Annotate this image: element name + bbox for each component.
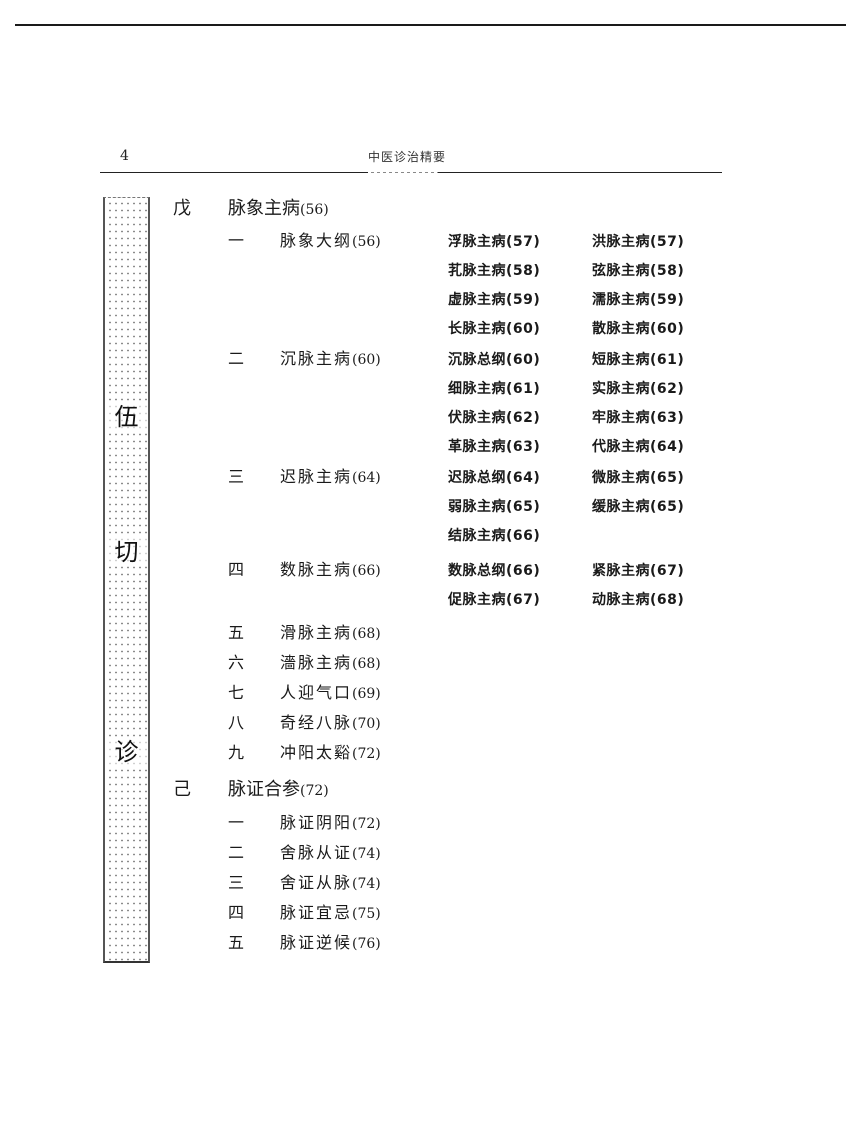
item-number: 五	[228, 933, 245, 952]
item-number: 一	[228, 813, 245, 832]
toc-subitem[interactable]: 散脉主病(60)	[592, 321, 685, 337]
item-title: 舍脉从证	[280, 843, 353, 862]
item-number: 五	[228, 623, 245, 642]
item-title: 脉证阴阳	[280, 813, 353, 832]
item-title: 数脉主病	[280, 560, 353, 579]
page-ref: (56)	[352, 234, 381, 250]
toc-subitem[interactable]: 革脉主病(63)	[448, 439, 541, 455]
toc-subitem[interactable]: 牢脉主病(63)	[592, 410, 685, 426]
item-title: 舍证从脉	[280, 873, 353, 892]
page-ref: (75)	[352, 906, 381, 922]
toc-item[interactable]: 四 脉证宜忌(75)	[228, 903, 381, 924]
page-number: 4	[120, 148, 129, 164]
item-number: 八	[228, 713, 245, 732]
toc-item[interactable]: 三 舍证从脉(74)	[228, 873, 381, 894]
page-ref: (76)	[352, 936, 381, 952]
page-ref: (74)	[352, 876, 381, 892]
toc-subitem[interactable]: 沉脉总纲(60)	[448, 352, 541, 368]
item-number: 四	[228, 903, 245, 922]
top-rule	[15, 24, 846, 26]
toc-item[interactable]: 八 奇经八脉(70)	[228, 713, 381, 734]
item-title: 滑脉主病	[280, 623, 353, 642]
running-head: 4 中医诊治精要	[100, 145, 722, 175]
chapter-sidebar-box: 伍 切 诊	[103, 197, 150, 963]
toc-subitem[interactable]: 代脉主病(64)	[592, 439, 685, 455]
toc-subitem[interactable]: 弦脉主病(58)	[592, 263, 685, 279]
toc-item[interactable]: 一 脉证阴阳(72)	[228, 813, 381, 834]
toc-item[interactable]: 六 濇脉主病(68)	[228, 653, 381, 674]
toc-subitem[interactable]: 长脉主病(60)	[448, 321, 541, 337]
toc-item[interactable]: 五 脉证逆候(76)	[228, 933, 381, 954]
toc-subitem[interactable]: 短脉主病(61)	[592, 352, 685, 368]
page-ref: (69)	[352, 686, 381, 702]
toc-subitem[interactable]: 浮脉主病(57)	[448, 234, 541, 250]
item-title: 奇经八脉	[280, 713, 353, 732]
toc-subitem[interactable]: 虚脉主病(59)	[448, 292, 541, 308]
toc-item[interactable]: 五 滑脉主病(68)	[228, 623, 381, 644]
item-number: 七	[228, 683, 245, 702]
page-ref: (68)	[352, 656, 381, 672]
toc-item[interactable]: 二 沉脉主病(60)	[228, 349, 381, 370]
section-mark: 戊	[173, 198, 191, 219]
section-heading[interactable]: 己 脉证合参(72)	[173, 779, 329, 802]
section-mark: 己	[173, 779, 191, 800]
toc-subitem[interactable]: 微脉主病(65)	[592, 470, 685, 486]
toc-subitem[interactable]: 紧脉主病(67)	[592, 563, 685, 579]
toc-subitem[interactable]: 实脉主病(62)	[592, 381, 685, 397]
page-ref: (74)	[352, 846, 381, 862]
toc-subitem[interactable]: 缓脉主病(65)	[592, 499, 685, 515]
item-title: 濇脉主病	[280, 653, 353, 672]
page-ref: (72)	[300, 783, 329, 799]
toc-subitem[interactable]: 弱脉主病(65)	[448, 499, 541, 515]
item-title: 迟脉主病	[280, 467, 353, 486]
toc-subitem[interactable]: 数脉总纲(66)	[448, 563, 541, 579]
running-title: 中医诊治精要	[368, 150, 447, 164]
toc-item[interactable]: 三 迟脉主病(64)	[228, 467, 381, 488]
item-number: 二	[228, 349, 245, 368]
item-number: 二	[228, 843, 245, 862]
item-number: 一	[228, 231, 245, 250]
toc-subitem[interactable]: 濡脉主病(59)	[592, 292, 685, 308]
toc-subitem[interactable]: 迟脉总纲(64)	[448, 470, 541, 486]
page-ref: (72)	[352, 746, 381, 762]
toc-subitem[interactable]: 细脉主病(61)	[448, 381, 541, 397]
header-rule-break	[368, 172, 438, 173]
toc-subitem[interactable]: 结脉主病(66)	[448, 528, 541, 544]
toc-item[interactable]: 四 数脉主病(66)	[228, 560, 381, 581]
toc-item[interactable]: 一 脉象大纲(56)	[228, 231, 381, 252]
item-title: 冲阳太谿	[280, 743, 353, 762]
item-number: 四	[228, 560, 245, 579]
sidebar-char: 诊	[105, 738, 148, 766]
item-title: 脉证宜忌	[280, 903, 353, 922]
page-ref: (68)	[352, 626, 381, 642]
item-number: 九	[228, 743, 245, 762]
toc-subitem[interactable]: 芤脉主病(58)	[448, 263, 541, 279]
item-title: 脉象大纲	[280, 231, 353, 250]
sidebar-char: 切	[105, 538, 148, 566]
item-number: 三	[228, 467, 245, 486]
sidebar-char: 伍	[105, 403, 148, 431]
section-title: 脉证合参	[228, 779, 300, 800]
item-title: 沉脉主病	[280, 349, 353, 368]
page-ref: (64)	[352, 470, 381, 486]
page-ref: (66)	[352, 563, 381, 579]
toc-subitem[interactable]: 动脉主病(68)	[592, 592, 685, 608]
page-ref: (72)	[352, 816, 381, 832]
page-ref: (70)	[352, 716, 381, 732]
section-title: 脉象主病	[228, 198, 300, 219]
item-number: 三	[228, 873, 245, 892]
item-number: 六	[228, 653, 245, 672]
item-title: 脉证逆候	[280, 933, 353, 952]
item-title: 人迎气口	[280, 683, 353, 702]
toc-item[interactable]: 七 人迎气口(69)	[228, 683, 381, 704]
page-ref: (56)	[300, 202, 329, 218]
toc-subitem[interactable]: 伏脉主病(62)	[448, 410, 541, 426]
toc-subitem[interactable]: 促脉主病(67)	[448, 592, 541, 608]
toc-item[interactable]: 二 舍脉从证(74)	[228, 843, 381, 864]
page-ref: (60)	[352, 352, 381, 368]
section-heading[interactable]: 戊 脉象主病(56)	[173, 198, 329, 221]
toc-item[interactable]: 九 冲阳太谿(72)	[228, 743, 381, 764]
toc-subitem[interactable]: 洪脉主病(57)	[592, 234, 685, 250]
